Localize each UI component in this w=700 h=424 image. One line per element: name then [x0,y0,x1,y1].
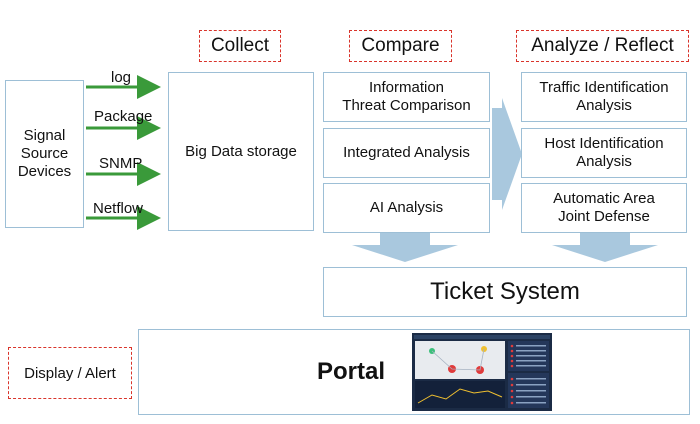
stage-display-label: Display / Alert [24,364,116,382]
analyze-item-traffic-label: Traffic Identification Analysis [539,79,669,114]
analyze-item-host: Host Identification Analysis [521,128,687,178]
compare-to-analyze-arrow [492,98,522,210]
input-label-snmp: SNMP [99,155,143,172]
big-data-storage-label: Big Data storage [185,142,297,160]
input-label-log: log [111,69,132,86]
stage-analyze: Analyze / Reflect [516,30,689,62]
ticket-system: Ticket System [323,267,687,317]
signal-source-label: Signal Source Devices [17,127,72,180]
ticket-system-label: Ticket System [430,277,580,305]
analyze-item-host-label: Host Identification Analysis [544,135,664,170]
analyze-to-ticket-arrow [552,233,658,262]
compare-to-ticket-arrow [352,233,458,262]
dashboard-screenshot [412,333,552,411]
stage-analyze-label: Analyze / Reflect [531,35,674,56]
analyze-item-defense: Automatic Area Joint Defense [521,183,687,233]
portal-label: Portal [317,357,386,385]
compare-item-integrated-label: Integrated Analysis [343,144,470,161]
analyze-item-traffic: Traffic Identification Analysis [521,72,687,122]
compare-item-threat-label: Information Threat Comparison [342,79,471,114]
stage-display: Display / Alert [8,347,132,399]
compare-item-ai: AI Analysis [323,183,490,233]
signal-source-devices: Signal Source Devices [5,80,84,228]
input-label-netflow: Netflow [93,200,144,217]
stage-compare: Compare [349,30,452,62]
compare-item-integrated: Integrated Analysis [323,128,490,178]
analyze-item-defense-label: Automatic Area Joint Defense [553,190,655,225]
compare-item-threat: Information Threat Comparison [323,72,490,122]
stage-collect-label: Collect [210,35,270,56]
stage-collect: Collect [199,30,281,62]
compare-item-ai-label: AI Analysis [369,199,444,216]
big-data-storage: Big Data storage [168,72,314,231]
input-label-package: Package [94,108,153,125]
stage-compare-label: Compare [361,35,440,56]
